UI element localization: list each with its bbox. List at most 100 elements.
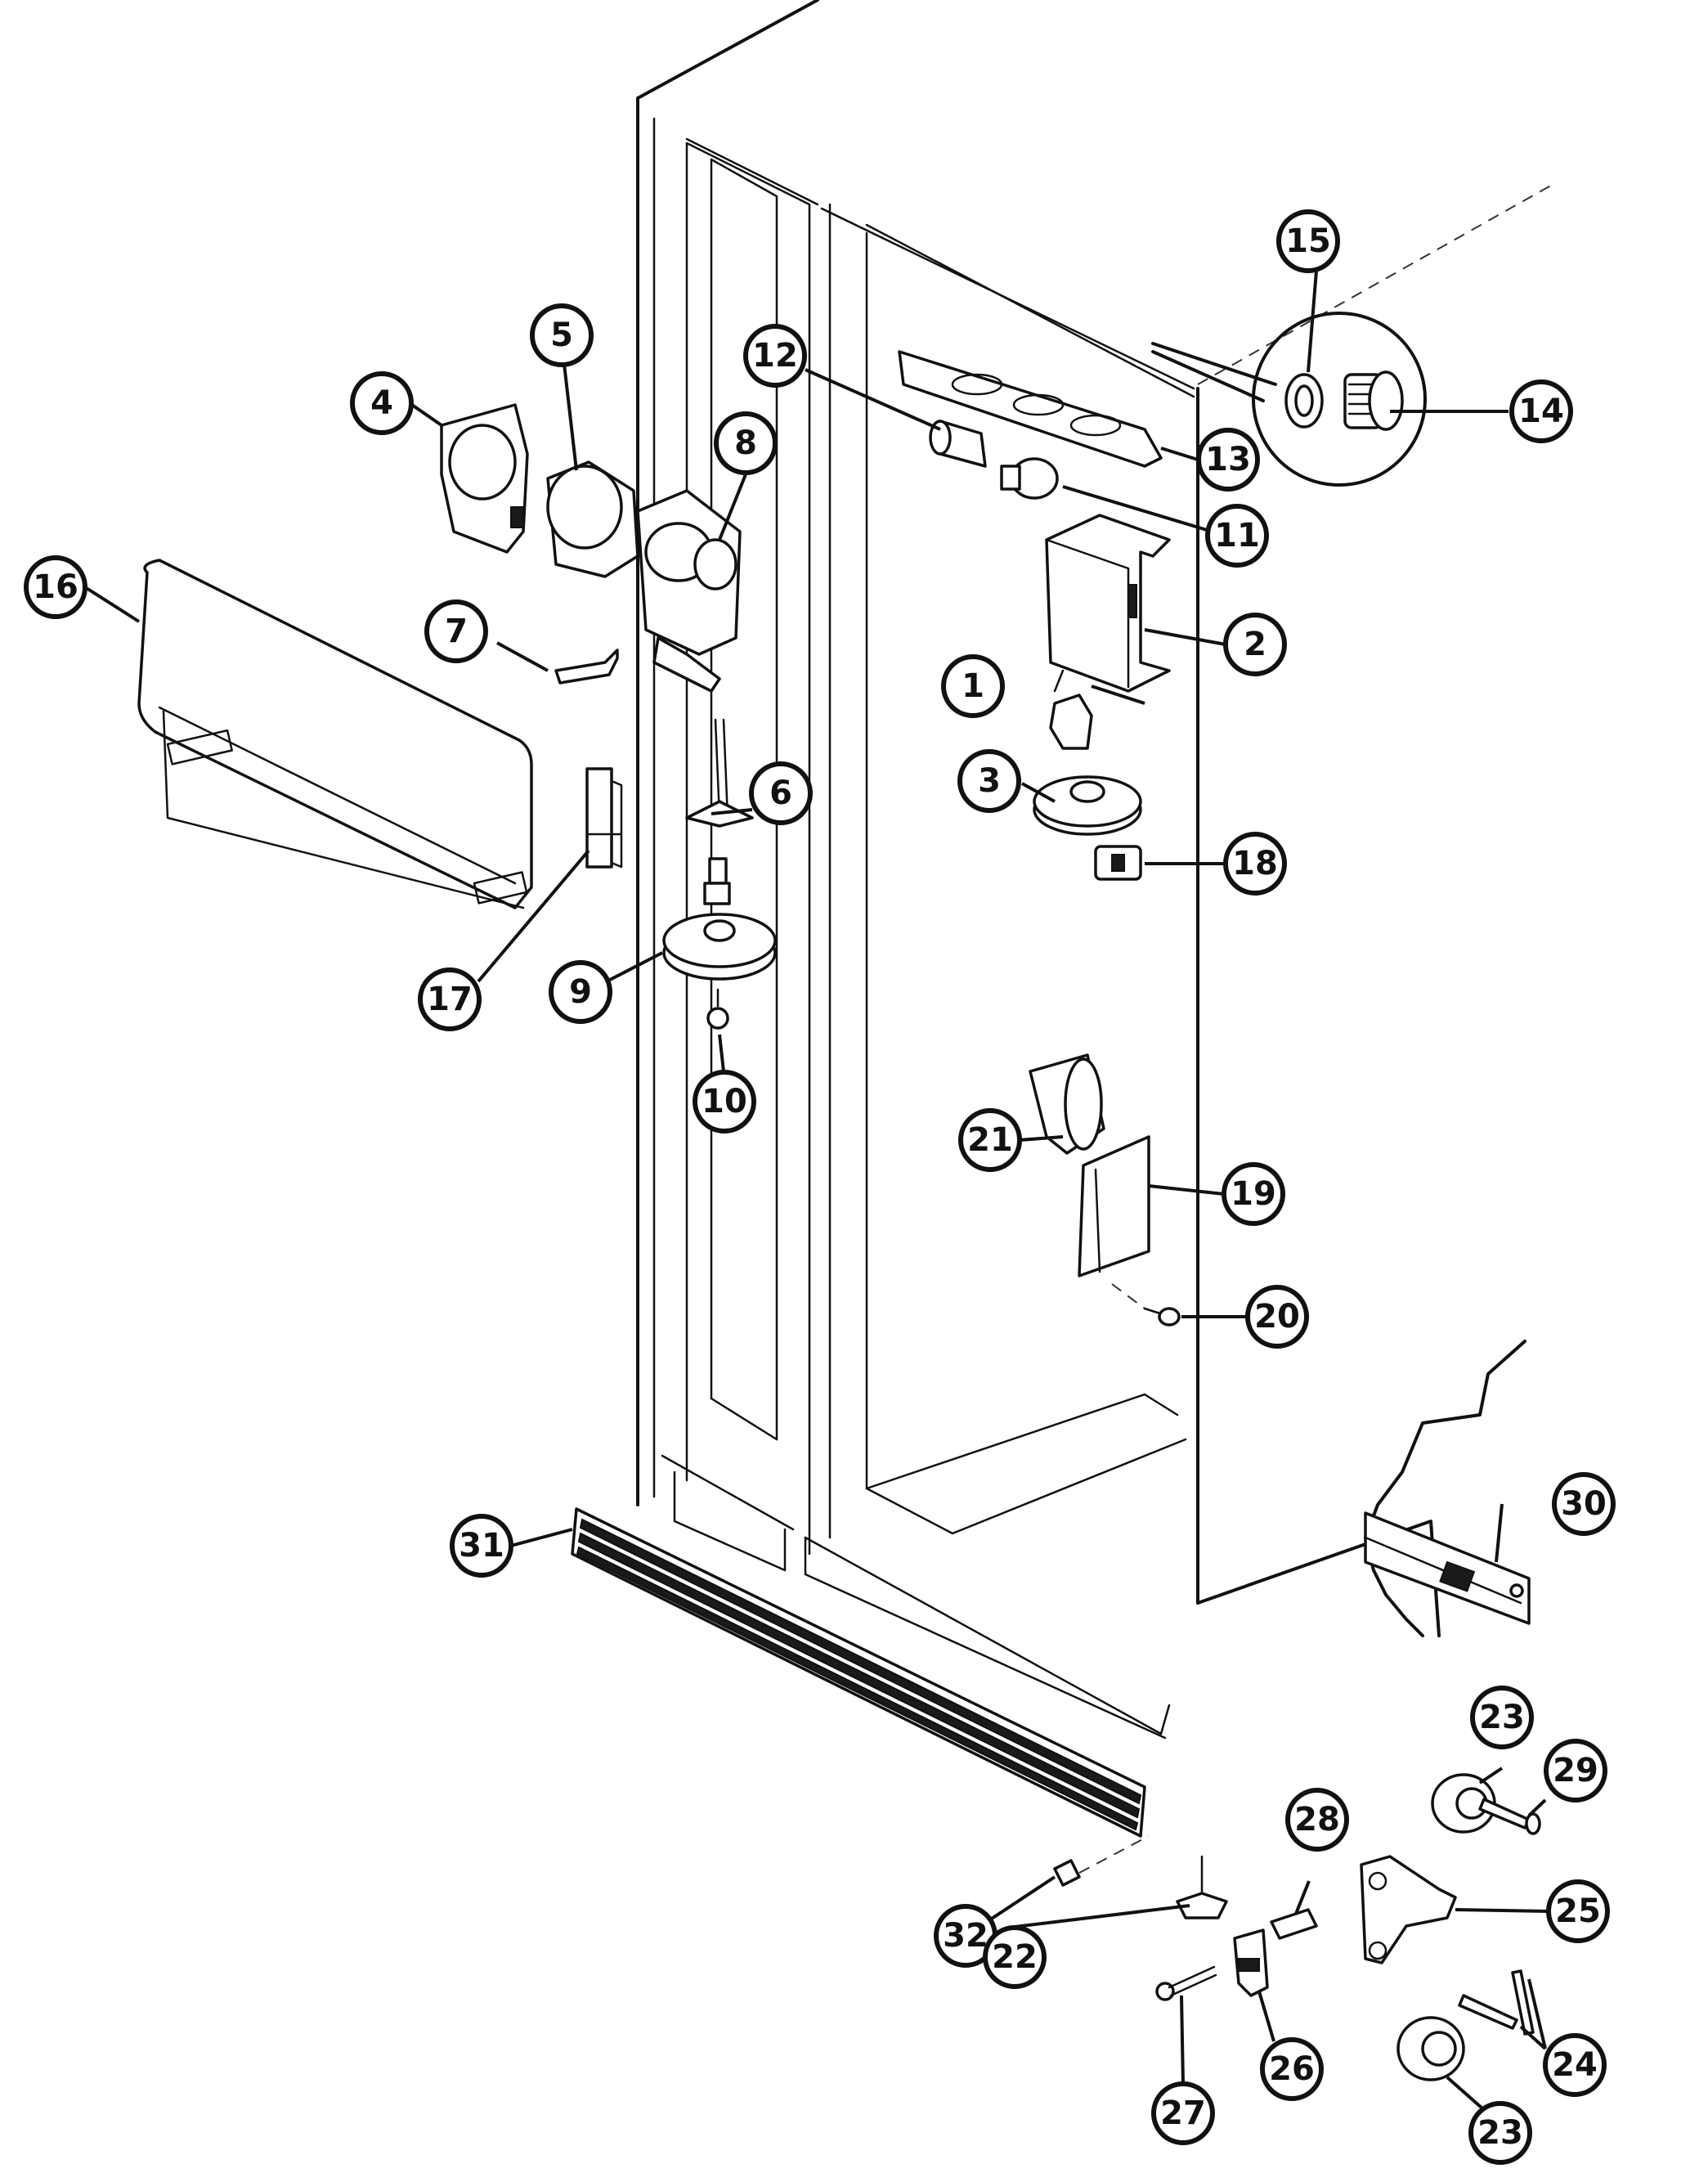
knob-part-9 [662,913,777,981]
grille-part-31 [571,1507,1146,1838]
callout-13: 13 [1196,428,1260,492]
lever-part-7 [554,649,619,685]
svg-text:23: 23 [1477,2114,1523,2152]
svg-text:8: 8 [734,424,757,462]
callout-22: 22 [983,1925,1047,1989]
svg-text:5: 5 [550,317,573,354]
callout-32: 32 [934,1904,997,1968]
svg-text:7: 7 [445,613,468,650]
svg-text:18: 18 [1232,845,1278,882]
svg-text:16: 16 [33,568,78,606]
svg-text:28: 28 [1294,1801,1340,1839]
thermostat-part-18 [1094,845,1142,881]
bolt-part-24 [1458,1969,1535,2036]
dispenser-panel-part-16 [137,559,533,909]
light-shield-part-2 [1045,514,1171,693]
svg-text:30: 30 [1561,1485,1607,1523]
callout-23-upper: 23 [1470,1686,1534,1749]
svg-text:23: 23 [1479,1699,1525,1736]
light-bulb-part-11 [1000,457,1059,500]
callout-27: 27 [1151,2081,1215,2145]
callout-4: 4 [350,371,414,435]
callout-2: 2 [1223,613,1287,676]
callout-26: 26 [1260,2037,1324,2101]
bracket-part-26 [1233,1928,1269,1997]
svg-text:1: 1 [962,667,984,705]
light-socket-part-12 [929,420,987,468]
auger-part-6 [685,718,754,905]
callout-1: 1 [941,654,1005,718]
callout-17: 17 [418,968,482,1031]
svg-text:11: 11 [1214,517,1260,554]
svg-text:31: 31 [459,1527,504,1565]
light-bracket-part-13 [898,350,1163,468]
callout-10: 10 [693,1070,756,1134]
dispenser-motor-part-8 [636,489,742,693]
leveler-part-22 [1176,1855,1228,1919]
switch-part-1 [1049,669,1093,750]
callout-25: 25 [1546,1879,1610,1943]
svg-text:29: 29 [1553,1752,1598,1789]
callout-16: 16 [24,555,87,619]
callout-24: 24 [1543,2033,1607,2097]
callout-31: 31 [450,1514,513,1578]
detail-inset [1151,312,1427,487]
svg-text:20: 20 [1254,1298,1300,1336]
callout-28: 28 [1285,1788,1349,1852]
callout-29: 29 [1544,1739,1607,1803]
callout-21: 21 [958,1108,1022,1172]
roller-part-23-lower [1396,2016,1465,2081]
callout-9: 9 [549,960,612,1024]
svg-text:19: 19 [1231,1175,1276,1213]
callout-30: 30 [1552,1472,1616,1536]
hinge-part-17 [585,767,623,869]
cover-part-19 [1078,1135,1150,1277]
clip-part-28 [1270,1908,1318,1940]
svg-text:9: 9 [569,973,592,1011]
callout-5: 5 [530,303,594,367]
svg-text:26: 26 [1269,2050,1315,2088]
svg-text:25: 25 [1555,1892,1601,1930]
svg-text:24: 24 [1552,2046,1598,2084]
plug-part-14 [1343,370,1404,431]
callout-18: 18 [1223,832,1287,896]
screw-part-10 [706,988,729,1030]
svg-text:10: 10 [702,1083,747,1120]
svg-text:3: 3 [978,762,1001,800]
callout-19: 19 [1222,1162,1285,1226]
grommet-part-15 [1284,373,1324,429]
svg-text:32: 32 [943,1917,988,1955]
svg-text:15: 15 [1285,222,1331,260]
callout-15: 15 [1276,209,1340,273]
bracket-part-4 [440,403,529,554]
svg-text:22: 22 [992,1938,1038,1976]
callout-3: 3 [957,749,1021,813]
callout-6: 6 [749,761,813,825]
housing-part-5 [546,460,639,578]
svg-text:2: 2 [1244,626,1266,663]
svg-text:21: 21 [967,1121,1013,1159]
callout-11: 11 [1205,504,1269,568]
svg-text:13: 13 [1205,441,1251,478]
callouts: 1 2 3 4 5 6 7 8 9 10 11 12 13 14 15 16 1… [24,209,1616,2165]
svg-text:17: 17 [427,981,473,1018]
hinge-part-25 [1360,1855,1457,1964]
svg-text:14: 14 [1518,393,1564,430]
callout-12: 12 [743,324,807,388]
svg-text:12: 12 [752,337,798,375]
callout-7: 7 [424,599,488,663]
callout-14: 14 [1509,379,1573,443]
leader-lines [83,270,1549,2122]
screw-part-27 [1155,1965,1217,2001]
callout-20: 20 [1245,1285,1309,1349]
svg-text:6: 6 [769,774,792,812]
cutaway-bracket-part-30 [1364,1340,1531,1637]
callout-23-lower: 23 [1468,2101,1532,2165]
callout-8: 8 [714,411,778,475]
refrigerator-cabinet [636,0,1554,1740]
svg-text:27: 27 [1160,2094,1206,2132]
knob-part-3 [1033,775,1142,836]
duct-part-21 [1029,1053,1105,1155]
roller-part-23-upper [1431,1773,1496,1834]
